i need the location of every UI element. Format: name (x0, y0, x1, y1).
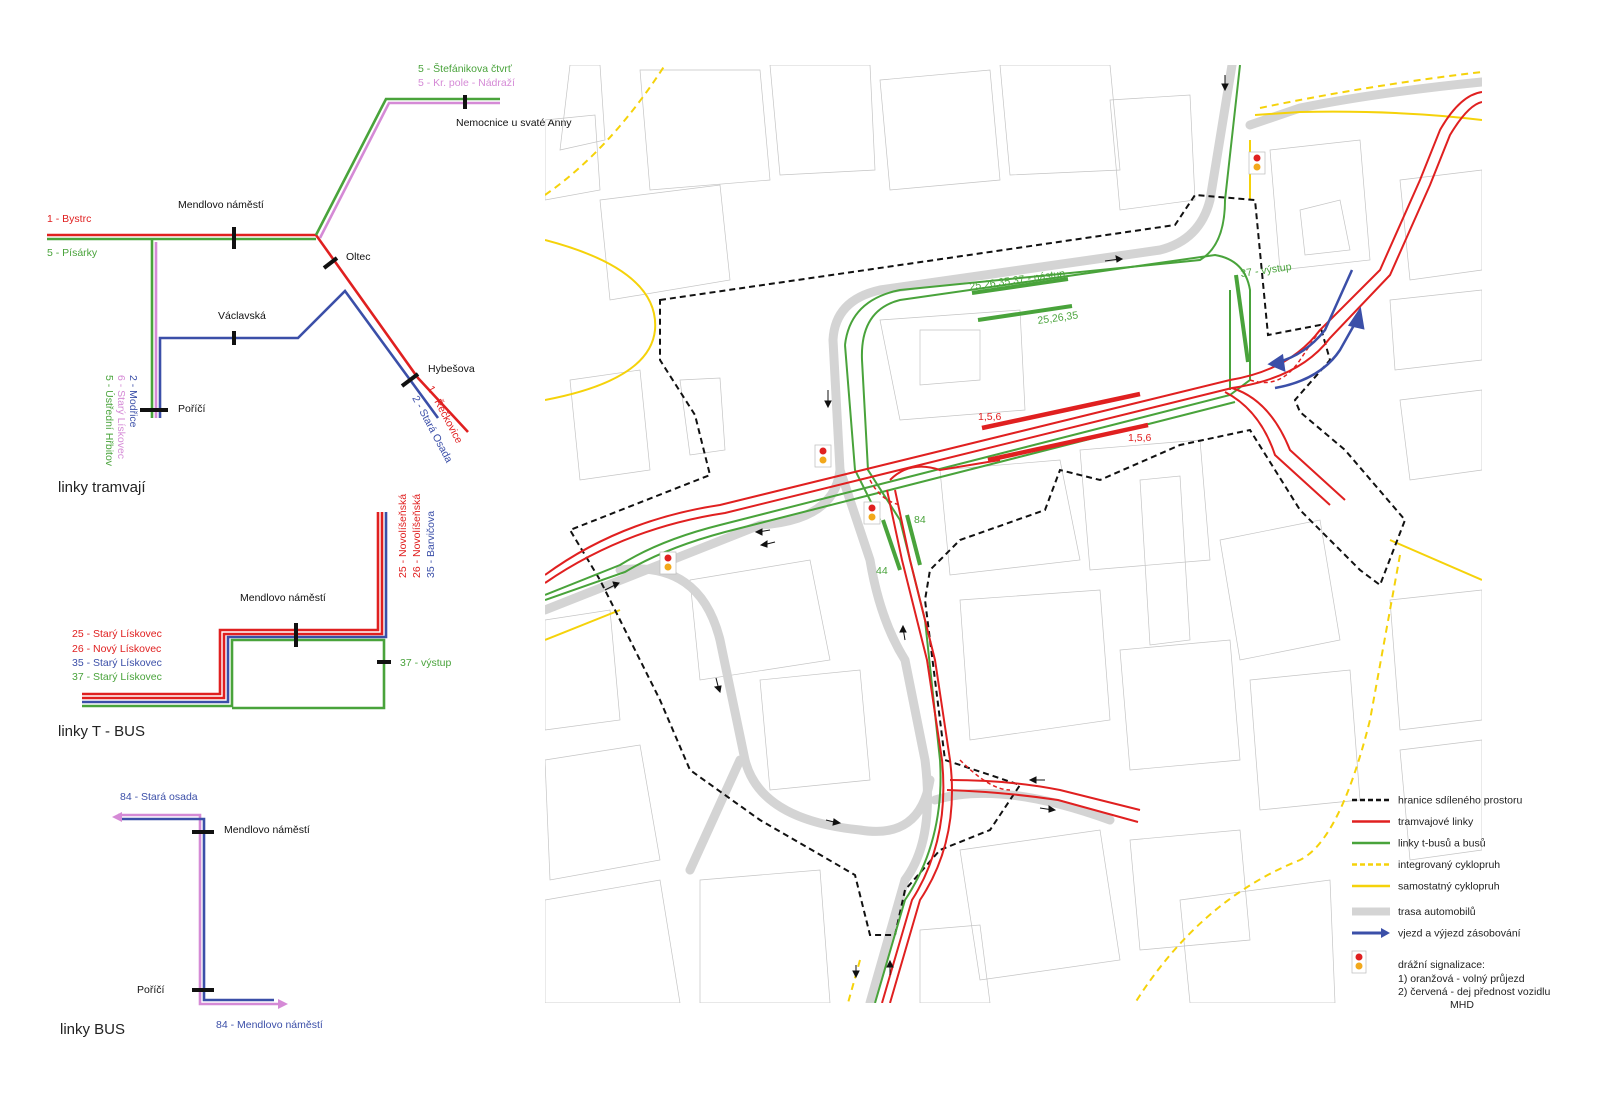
stop-mendlovo-label: Mendlovo náměstí (178, 199, 264, 211)
map-label-tram156b: 1,5,6 (1128, 432, 1152, 444)
map-label-252635: 25,26,35 (1037, 309, 1079, 327)
map-legend: hranice sdíleného prostoru tramvajové lin… (1352, 795, 1522, 940)
legend-signal-title: drážní signalizace: (1398, 959, 1485, 971)
label-bus-mendlovo84: 84 - Mendlovo náměstí (216, 1019, 323, 1031)
tbus-line-35 (82, 512, 388, 704)
intersection-map: 25,26,35,37 - nástup 25,26,35 37 - výstu… (545, 65, 1482, 1003)
signal-icon (863, 501, 881, 525)
label-tbus-n35: 35 - Barvičova (425, 511, 437, 578)
bus-stop-porici-label: Poříčí (137, 984, 165, 996)
tram-line-5-ne (314, 97, 500, 236)
rail-signals (659, 151, 1266, 575)
legend-item: hranice sdíleného prostoru (1352, 795, 1522, 807)
map-label-bus44: 44 (876, 565, 888, 577)
tbus-line-26 (82, 512, 384, 700)
legend-item: integrovaný cyklopruh (1352, 859, 1500, 871)
label-tbus-26: 26 - Nový Lískovec (72, 643, 161, 655)
tram-section-title: linky tramvají (58, 479, 146, 496)
bus-routes (545, 65, 1251, 1003)
map-label-vystup37: 37 - výstup (1240, 261, 1293, 280)
legend-label: tramvajové linky (1398, 816, 1474, 828)
tram-line-2 (158, 289, 440, 419)
tbus-section-title: linky T - BUS (58, 723, 145, 740)
label-tbus-n25: 25 - Novolíšeňská (397, 494, 409, 578)
legend-signal-line1: 1) oranžová - volný průjezd (1398, 973, 1525, 985)
legend-label: samostatný cyklopruh (1398, 881, 1500, 893)
legend-item: trasa automobilů (1352, 906, 1476, 918)
tbus-stop-mendlovo-label: Mendlovo náměstí (240, 592, 326, 604)
arrow-head-icon (1381, 928, 1390, 938)
label-hrbitov: 5 - Ústřední Hřbitov (103, 375, 116, 467)
stop-porici-label: Poříčí (178, 403, 206, 415)
stop-nemocnice-label: Nemocnice u svaté Anny (456, 117, 572, 129)
signal-icon (1248, 151, 1266, 175)
legend-item: tramvajové linky (1352, 816, 1474, 828)
shared-space-boundary (568, 193, 1407, 936)
label-tbus-35: 35 - Starý Lískovec (72, 657, 162, 669)
label-bystrc: 1 - Bystrc (47, 213, 91, 225)
signal-icon (659, 551, 677, 575)
label-tbus-37: 37 - Starý Lískovec (72, 671, 162, 683)
legend-label: hranice sdíleného prostoru (1398, 795, 1522, 807)
car-routes (545, 65, 1482, 1003)
tram-line-1 (47, 233, 469, 433)
bus-lines-diagram: 84 - Stará osada Mendlovo náměstí Poříčí… (60, 791, 323, 1038)
traffic-arrows (604, 75, 1229, 979)
legend-label: trasa automobilů (1398, 906, 1476, 918)
label-stefanikova: 5 - Štefánikova čtvrť (418, 62, 513, 75)
legend-label: integrovaný cyklopruh (1398, 859, 1500, 871)
label-bus-staraosada: 84 - Stará osada (120, 791, 198, 803)
bus-line-84-violet (118, 813, 282, 1006)
label-krpole: 5 - Kr. pole - Nádraží (418, 77, 515, 89)
bus-stop-mendlovo-label: Mendlovo náměstí (224, 824, 310, 836)
supply-arrows (1267, 269, 1365, 390)
tbus-line-37 (82, 638, 386, 710)
legend-signal-line2: 2) červená - dej přednost vozidlu (1398, 986, 1550, 998)
stop-hybesova-label: Hybešova (428, 363, 475, 375)
label-lisk6: 6 - Starý Lískovec (115, 375, 127, 459)
label-modrice: 2 - Modřice (127, 375, 139, 428)
label-tbus-25: 25 - Starý Lískovec (72, 628, 162, 640)
tram-lines-diagram: 1 - Bystrc 5 - Písárky 5 - Štefánikova č… (47, 62, 572, 496)
tram-routes (545, 91, 1482, 1003)
bus-arrow-west (112, 812, 122, 822)
legend-item: linky t-busů a busů (1352, 838, 1486, 850)
building-outlines (545, 65, 1482, 1003)
map-label-tram156a: 1,5,6 (978, 411, 1002, 423)
legend-label: vjezd a výjezd zásobování (1398, 928, 1521, 940)
stop-vaclavska-label: Václavská (218, 310, 266, 322)
signal-icon (1351, 950, 1367, 974)
map-label-bus84: 84 (914, 514, 926, 526)
bus-arrow-east (278, 999, 288, 1009)
legend-label: linky t-busů a busů (1398, 838, 1486, 850)
legend-signal: drážní signalizace: 1) oranžová - volný … (1351, 950, 1550, 1011)
bus-line-84-blue (122, 817, 274, 1002)
signal-icon (814, 444, 832, 468)
stop-oltec-label: Oltec (346, 251, 371, 263)
label-pisarky: 5 - Písárky (47, 247, 98, 259)
legend-item: vjezd a výjezd zásobování (1352, 928, 1521, 940)
legend-signal-line3: MHD (1450, 999, 1474, 1011)
stop-oltec-bar (322, 256, 339, 270)
label-tbus-37-vystup: 37 - výstup (400, 657, 452, 669)
bus-section-title: linky BUS (60, 1021, 125, 1038)
tbus-lines-diagram: Mendlovo náměstí 25 - Starý Lískovec 26 … (58, 494, 452, 740)
tbus-line-25 (82, 512, 380, 696)
stop-hybesova-bar (400, 372, 420, 388)
tram-dashed-links (869, 329, 1321, 791)
platforms (881, 274, 1250, 571)
legend-item: samostatný cyklopruh (1352, 881, 1500, 893)
label-tbus-n26: 26 - Novolíšeňská (411, 494, 423, 578)
